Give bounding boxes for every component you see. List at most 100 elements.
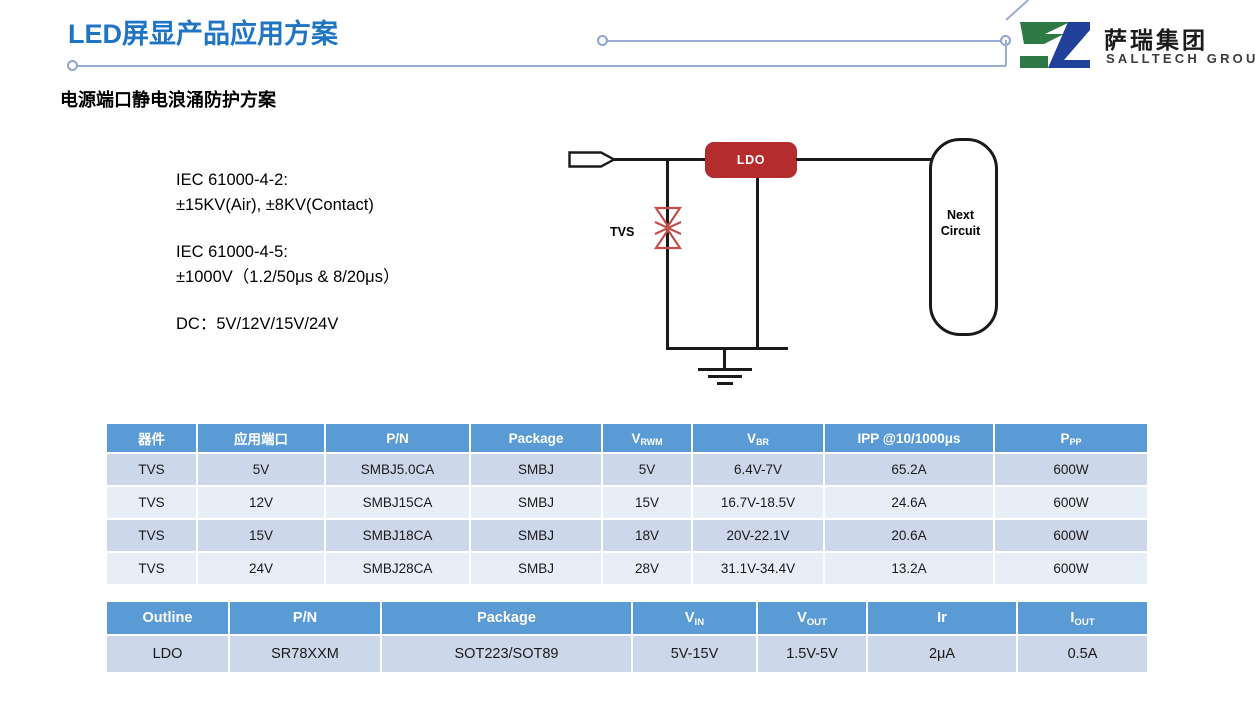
cell-ppp: 600W — [994, 453, 1147, 487]
decorative-line-vertical — [1005, 40, 1007, 66]
cell-vrwm: 15V — [602, 486, 693, 520]
cell-pn: SMBJ28CA — [325, 552, 471, 586]
table-row: TVS 5V SMBJ5.0CA SMBJ 5V 6.4V-7V 65.2A 6… — [107, 453, 1147, 487]
spec-dc-value: DC：5V/12V/15V/24V — [176, 315, 339, 333]
table-row: TVS 24V SMBJ28CA SMBJ 28V 31.1V-34.4V 13… — [107, 552, 1147, 586]
col-header-package: Package — [381, 602, 633, 636]
table-header-row: 器件 应用端口 P/N Package VRWM VBR IPP @10/100… — [107, 424, 1147, 454]
cell-vrwm: 28V — [602, 552, 693, 586]
tvs-label: TVS — [610, 225, 635, 239]
cell-package: SMBJ — [470, 519, 603, 553]
cell-pn: SMBJ5.0CA — [325, 453, 471, 487]
col-header-outline: Outline — [107, 602, 230, 636]
wire-ldo-ground — [756, 178, 759, 350]
cell-port: 15V — [197, 519, 326, 553]
cell-device: TVS — [107, 486, 198, 520]
cell-pn: SMBJ15CA — [325, 486, 471, 520]
col-header-iout: IOUT — [1017, 602, 1147, 636]
cell-ppp: 600W — [994, 519, 1147, 553]
cell-port: 5V — [197, 453, 326, 487]
col-header-vrwm: VRWM — [602, 424, 693, 454]
cell-vbr: 16.7V-18.5V — [692, 486, 825, 520]
table-row: LDO SR78XXM SOT223/SOT89 5V-15V 1.5V-5V … — [107, 635, 1147, 674]
cell-ipp: 13.2A — [824, 552, 995, 586]
col-header-ir: Ir — [867, 602, 1018, 636]
cell-vin: 5V-15V — [632, 635, 758, 674]
spec-text-block: IEC 61000-4-2: ±15KV(Air), ±8KV(Contact)… — [176, 168, 399, 359]
ldo-spec-table: Outline P/N Package VIN VOUT Ir IOUT LDO… — [107, 602, 1147, 674]
cell-ipp: 65.2A — [824, 453, 995, 487]
cell-outline: LDO — [107, 635, 230, 674]
decorative-line-lower — [76, 65, 1006, 67]
cell-vrwm: 5V — [602, 453, 693, 487]
wire-ground-rail — [666, 347, 788, 350]
col-header-ppp: PPP — [994, 424, 1147, 454]
company-logo: 萨瑞集团 SALLTECH GROUP — [1018, 18, 1255, 74]
cell-port: 12V — [197, 486, 326, 520]
cell-ppp: 600W — [994, 486, 1147, 520]
cell-ppp: 600W — [994, 552, 1147, 586]
spec-esd-value: ±15KV(Air), ±8KV(Contact) — [176, 196, 374, 214]
cell-device: TVS — [107, 453, 198, 487]
logo-name-cn: 萨瑞集团 — [1104, 28, 1208, 54]
spec-group-dc: DC：5V/12V/15V/24V — [176, 312, 399, 337]
cell-device: TVS — [107, 552, 198, 586]
col-header-vbr: VBR — [692, 424, 825, 454]
wire-output — [796, 158, 932, 161]
cell-ir: 2μA — [867, 635, 1018, 674]
col-header-ipp: IPP @10/1000μs — [824, 424, 995, 454]
cell-iout: 0.5A — [1017, 635, 1147, 674]
col-header-vout: VOUT — [757, 602, 868, 636]
cell-vbr: 6.4V-7V — [692, 453, 825, 487]
tvs-diode-icon — [653, 206, 683, 250]
next-circuit-line2: Circuit — [940, 224, 981, 238]
next-circuit-block — [929, 138, 998, 336]
cell-package: SMBJ — [470, 486, 603, 520]
cell-pn: SMBJ18CA — [325, 519, 471, 553]
spec-group-surge: IEC 61000-4-5: ±1000V（1.2/50μs & 8/20μs） — [176, 240, 399, 290]
wire-input — [614, 158, 706, 161]
cell-ipp: 24.6A — [824, 486, 995, 520]
wire-tvs-branch — [666, 160, 669, 350]
col-header-pn: P/N — [229, 602, 382, 636]
cell-vrwm: 18V — [602, 519, 693, 553]
cell-package: SOT223/SOT89 — [381, 635, 633, 674]
col-header-vin: VIN — [632, 602, 758, 636]
decorative-line-upper — [606, 40, 1006, 42]
input-connector-icon — [568, 151, 616, 168]
cell-device: TVS — [107, 519, 198, 553]
decorative-circle-upper-left — [597, 35, 608, 46]
cell-vbr: 20V-22.1V — [692, 519, 825, 553]
next-circuit-line1: Next — [946, 208, 975, 222]
spec-esd-standard: IEC 61000-4-2: — [176, 171, 288, 189]
cell-ipp: 20.6A — [824, 519, 995, 553]
wire-ground-stem — [723, 347, 726, 371]
cell-pn: SR78XXM — [229, 635, 382, 674]
spec-surge-standard: IEC 61000-4-5: — [176, 243, 288, 261]
cell-vbr: 31.1V-34.4V — [692, 552, 825, 586]
col-header-device: 器件 — [107, 424, 198, 454]
table-row: TVS 12V SMBJ15CA SMBJ 15V 16.7V-18.5V 24… — [107, 486, 1147, 520]
tvs-spec-table: 器件 应用端口 P/N Package VRWM VBR IPP @10/100… — [107, 424, 1147, 586]
section-subtitle: 电源端口静电浪涌防护方案 — [60, 90, 276, 110]
table-row: TVS 15V SMBJ18CA SMBJ 18V 20V-22.1V 20.6… — [107, 519, 1147, 553]
cell-vout: 1.5V-5V — [757, 635, 868, 674]
col-header-package: Package — [470, 424, 603, 454]
cell-package: SMBJ — [470, 552, 603, 586]
decorative-circle-lower-left — [67, 60, 78, 71]
cell-package: SMBJ — [470, 453, 603, 487]
logo-name-en: SALLTECH GROUP — [1106, 51, 1255, 66]
cell-port: 24V — [197, 552, 326, 586]
page-title: LED屏显产品应用方案 — [68, 19, 338, 49]
next-circuit-label: Next Circuit — [929, 207, 992, 239]
salltech-logo-mark — [1020, 22, 1090, 68]
spec-group-esd: IEC 61000-4-2: ±15KV(Air), ±8KV(Contact) — [176, 168, 399, 218]
slide-header: LED屏显产品应用方案 萨瑞集团 SALLTECH GROUP — [0, 0, 1255, 90]
spec-surge-value: ±1000V（1.2/50μs & 8/20μs） — [176, 268, 400, 286]
ldo-block: LDO — [705, 142, 797, 178]
circuit-diagram: TVS LDO Next Circuit — [550, 130, 1030, 385]
ground-icon — [698, 368, 752, 388]
table-header-row: Outline P/N Package VIN VOUT Ir IOUT — [107, 602, 1147, 636]
col-header-port: 应用端口 — [197, 424, 326, 454]
col-header-pn: P/N — [325, 424, 471, 454]
